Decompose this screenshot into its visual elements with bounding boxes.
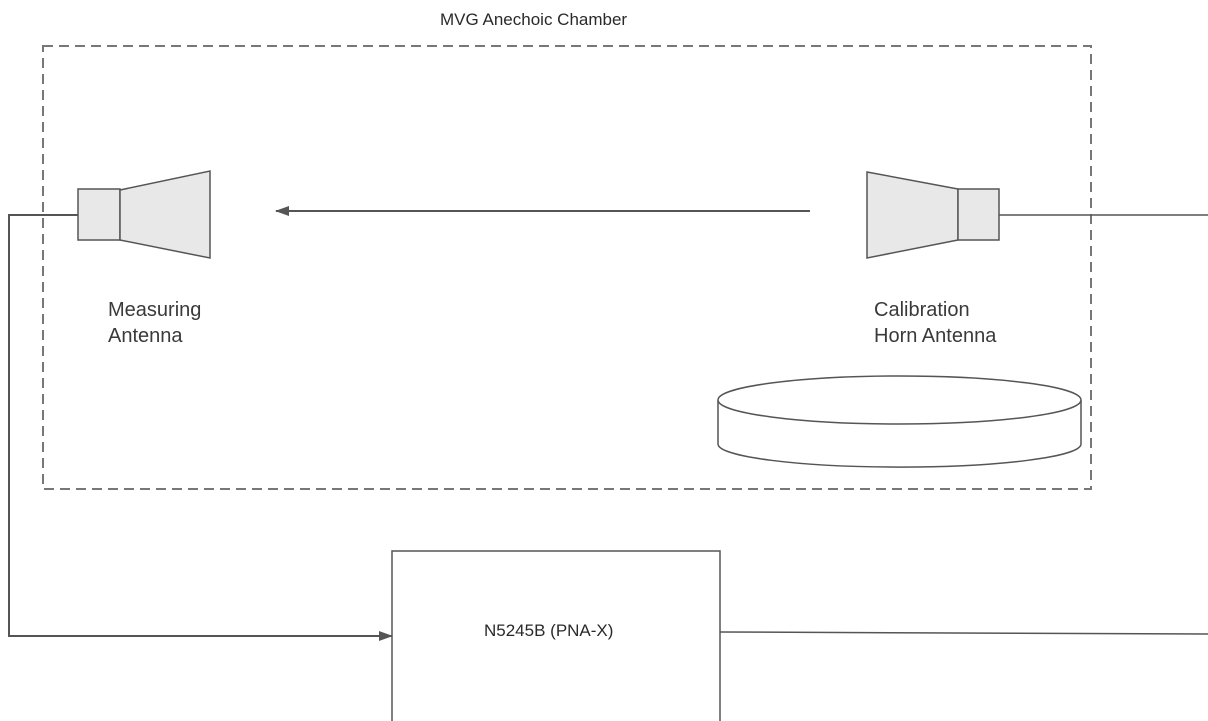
measuring-antenna-label: Measuring Antenna	[108, 297, 201, 349]
measuring-antenna-label-line1: Measuring	[108, 299, 202, 321]
turntable-icon	[717, 375, 1082, 468]
anechoic-chamber-boundary	[42, 45, 1092, 490]
pna-x-label: N5245B (PNA-X)	[484, 621, 614, 640]
calibration-antenna-label-line1: Calibration	[874, 299, 970, 321]
calibration-antenna-label: Calibration Horn Antenna	[874, 297, 996, 349]
pna-x-instrument-box	[391, 550, 721, 721]
calibration-horn-antenna-icon	[866, 171, 1000, 259]
measuring-antenna-label-line2: Antenna	[108, 325, 183, 347]
measuring-antenna-cable	[8, 214, 393, 641]
measuring-antenna-icon	[77, 170, 211, 259]
chamber-title: MVG Anechoic Chamber	[440, 10, 628, 29]
pna-x-output-cable	[719, 631, 1208, 635]
calibration-antenna-label-line2: Horn Antenna	[874, 325, 997, 347]
